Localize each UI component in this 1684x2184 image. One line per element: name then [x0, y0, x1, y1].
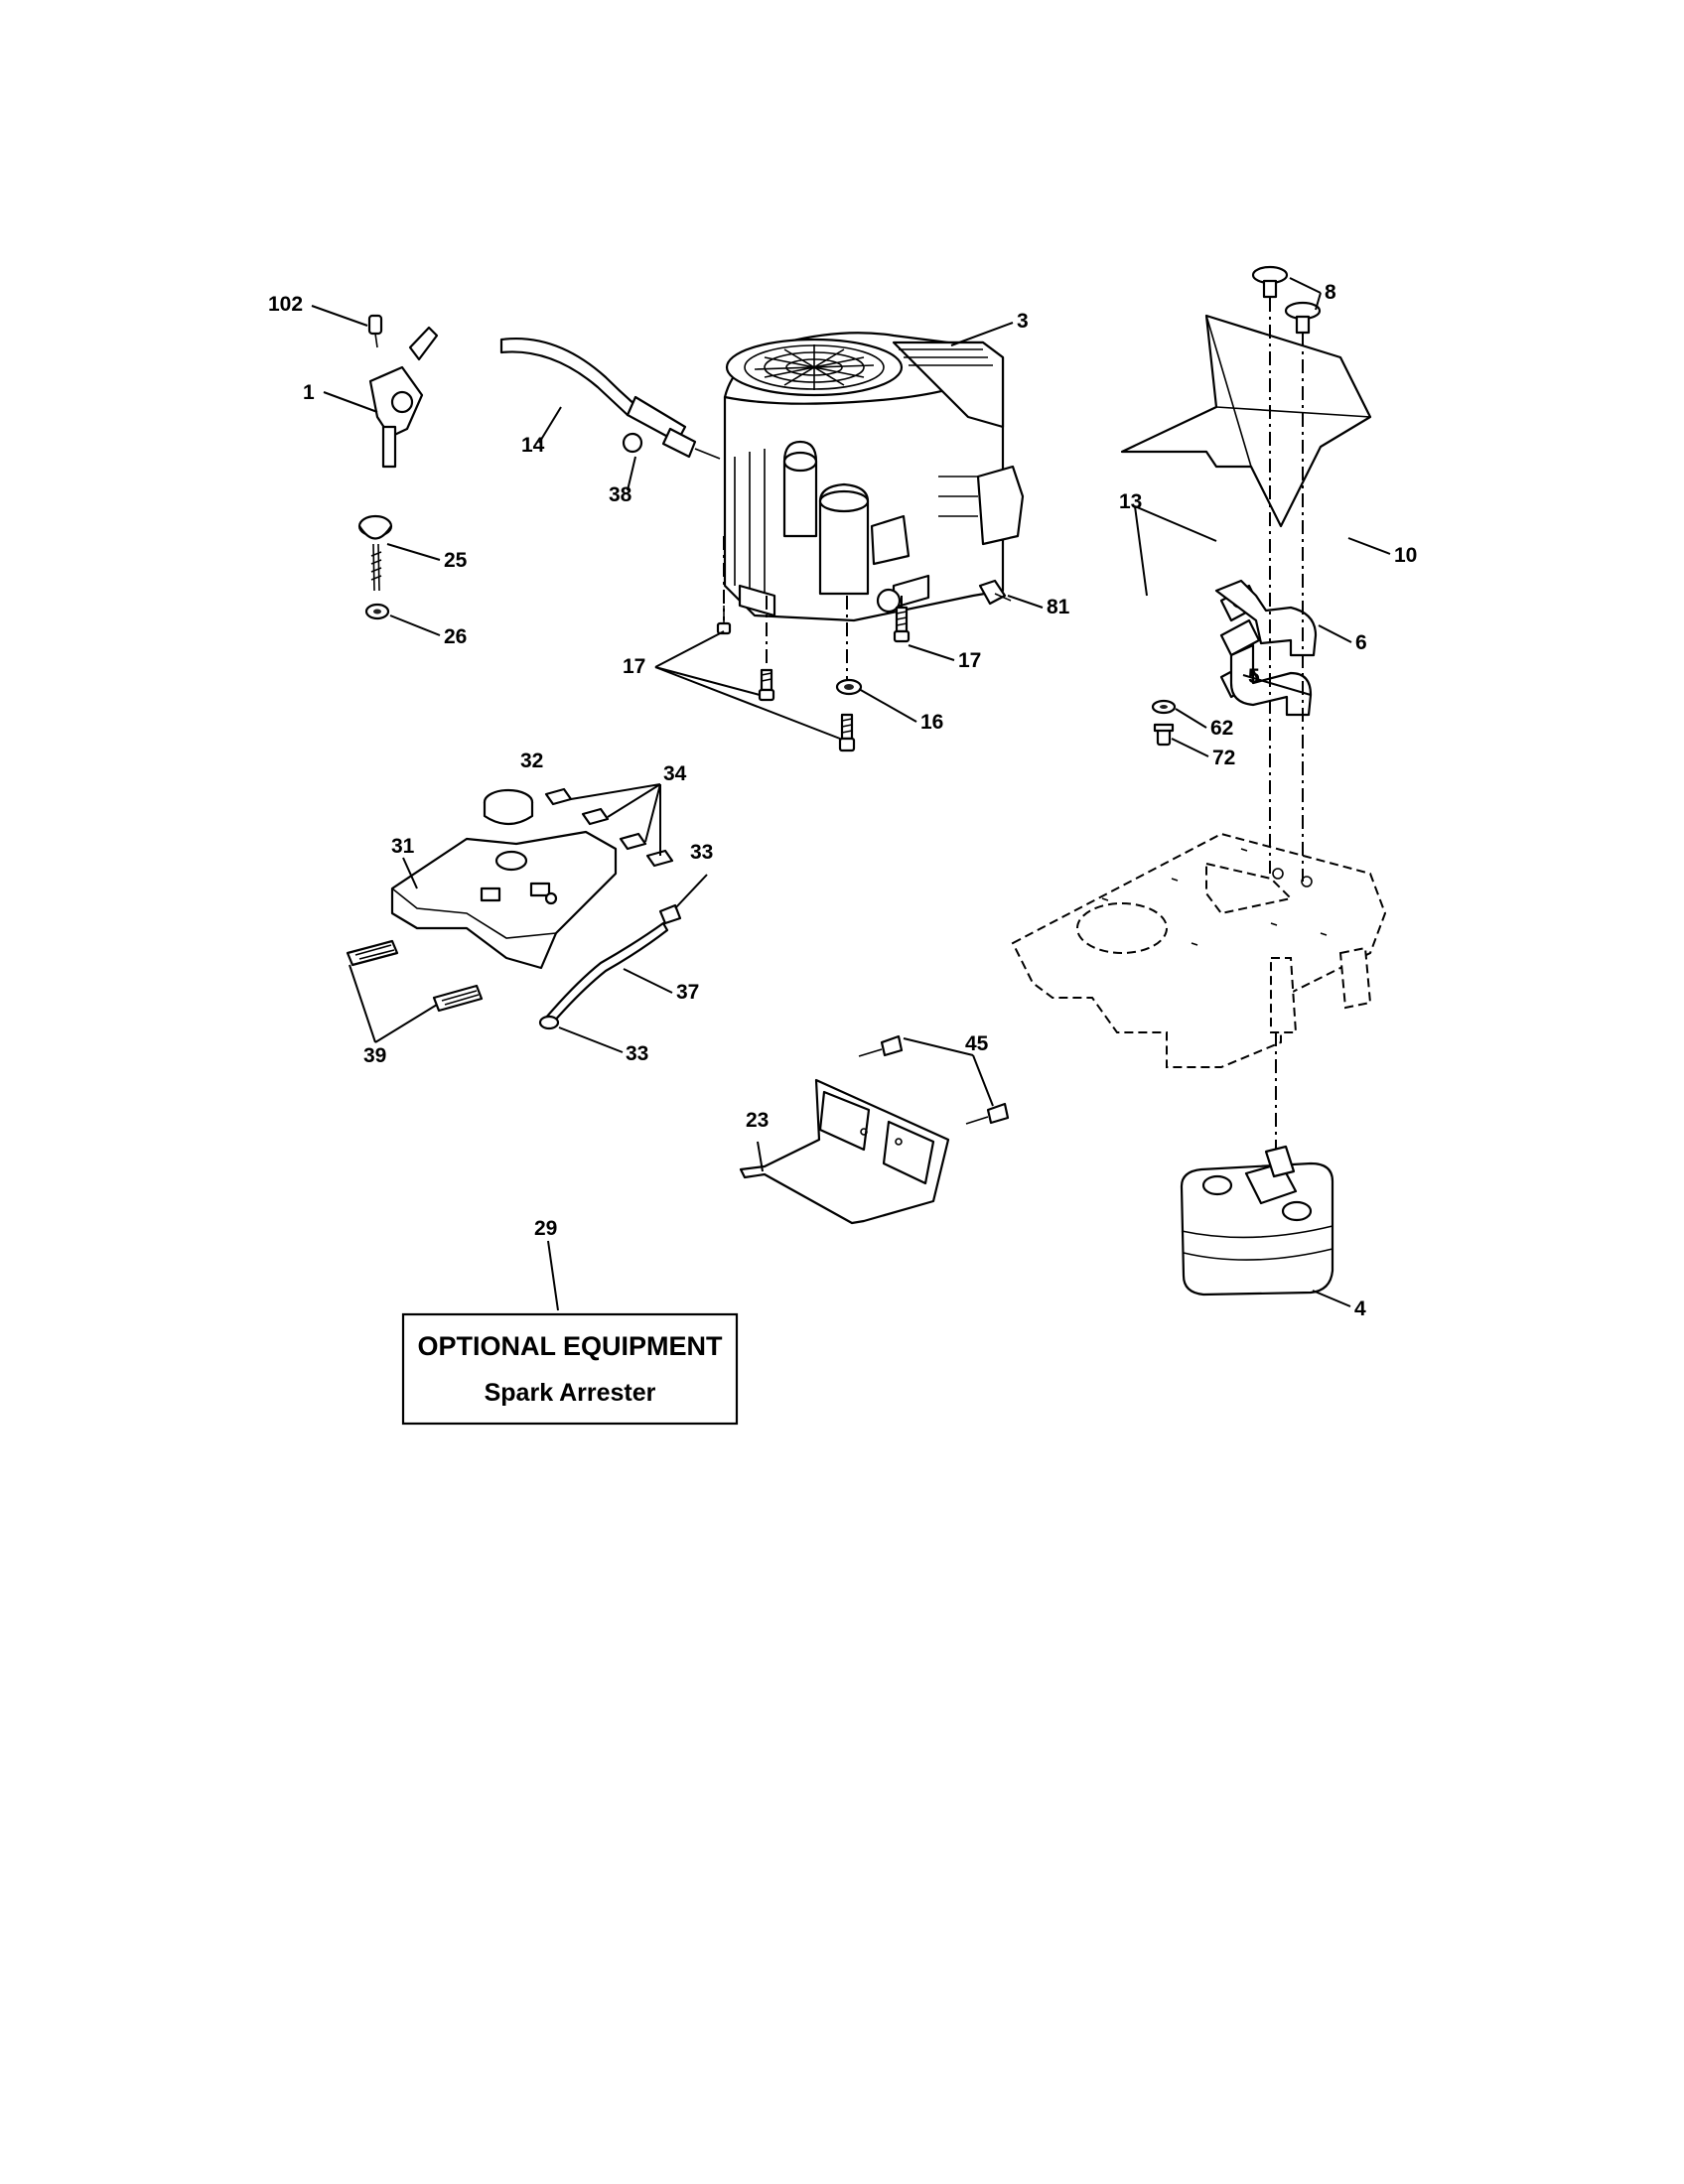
- exhaust-pipe-right-part: [1214, 579, 1318, 657]
- callout-33-top: 33: [690, 841, 713, 864]
- callout-17-left: 17: [623, 655, 645, 678]
- callout-26: 26: [444, 625, 467, 648]
- engine-part: [723, 332, 1025, 622]
- callout-72: 72: [1212, 747, 1235, 769]
- filter-pad-part: [346, 939, 484, 1013]
- callout-3: 3: [1017, 310, 1029, 333]
- shield-bolt-part: [1251, 265, 1322, 335]
- callout-5: 5: [1248, 665, 1260, 688]
- callout-34: 34: [663, 762, 687, 785]
- filter-foam-part: [544, 787, 674, 868]
- callout-62: 62: [1210, 717, 1233, 740]
- optional-equipment-subtitle: Spark Arrester: [485, 1379, 656, 1407]
- leader-lines: [311, 277, 1391, 1311]
- callout-16: 16: [920, 711, 943, 734]
- fuel-line-part: [499, 338, 721, 460]
- callout-1: 1: [303, 381, 315, 404]
- callout-13: 13: [1119, 490, 1142, 513]
- air-filter-cap-part: [483, 788, 534, 826]
- breather-hose-part: [538, 903, 682, 1030]
- callout-6: 6: [1355, 631, 1367, 654]
- callout-23: 23: [746, 1109, 769, 1132]
- callout-33-bottom: 33: [626, 1042, 648, 1065]
- callout-29: 29: [534, 1217, 557, 1240]
- callout-38: 38: [609, 483, 632, 506]
- callout-4: 4: [1354, 1297, 1366, 1320]
- bracket-screw-part: [858, 1034, 1010, 1125]
- optional-equipment-title: OPTIONAL EQUIPMENT: [417, 1331, 723, 1361]
- heat-shield-bracket-part: [739, 1078, 950, 1225]
- callout-32: 32: [520, 750, 543, 772]
- callout-labels: 102 1 25 26 14 38 3 81 17 17 16 8 10 13 …: [268, 281, 1417, 1320]
- optional-equipment-box: OPTIONAL EQUIPMENT Spark Arrester: [401, 1312, 739, 1426]
- callout-39: 39: [363, 1044, 386, 1067]
- callout-37: 37: [676, 981, 699, 1004]
- callout-102: 102: [268, 293, 303, 316]
- air-cleaner-cover-part: [390, 830, 618, 970]
- throttle-control-part: [367, 314, 439, 469]
- exhaust-washer-part: [1151, 699, 1177, 747]
- engine-bolt-part: [716, 606, 911, 752]
- frame-part: [1011, 832, 1387, 1068]
- callout-81: 81: [1047, 596, 1070, 618]
- callout-31: 31: [391, 835, 415, 858]
- callout-8: 8: [1325, 281, 1336, 304]
- choke-knob-part: [357, 514, 393, 592]
- callout-14: 14: [521, 434, 545, 457]
- muffler-part: [1180, 1145, 1334, 1297]
- callout-45: 45: [965, 1032, 989, 1055]
- heat-shield-part: [1120, 314, 1372, 528]
- engine-washer-part: [835, 678, 863, 696]
- spark-plug-part: [978, 579, 1012, 606]
- callout-10: 10: [1394, 544, 1417, 567]
- washer-part: [364, 603, 390, 620]
- callout-25: 25: [444, 549, 468, 572]
- callout-17-right: 17: [958, 649, 981, 672]
